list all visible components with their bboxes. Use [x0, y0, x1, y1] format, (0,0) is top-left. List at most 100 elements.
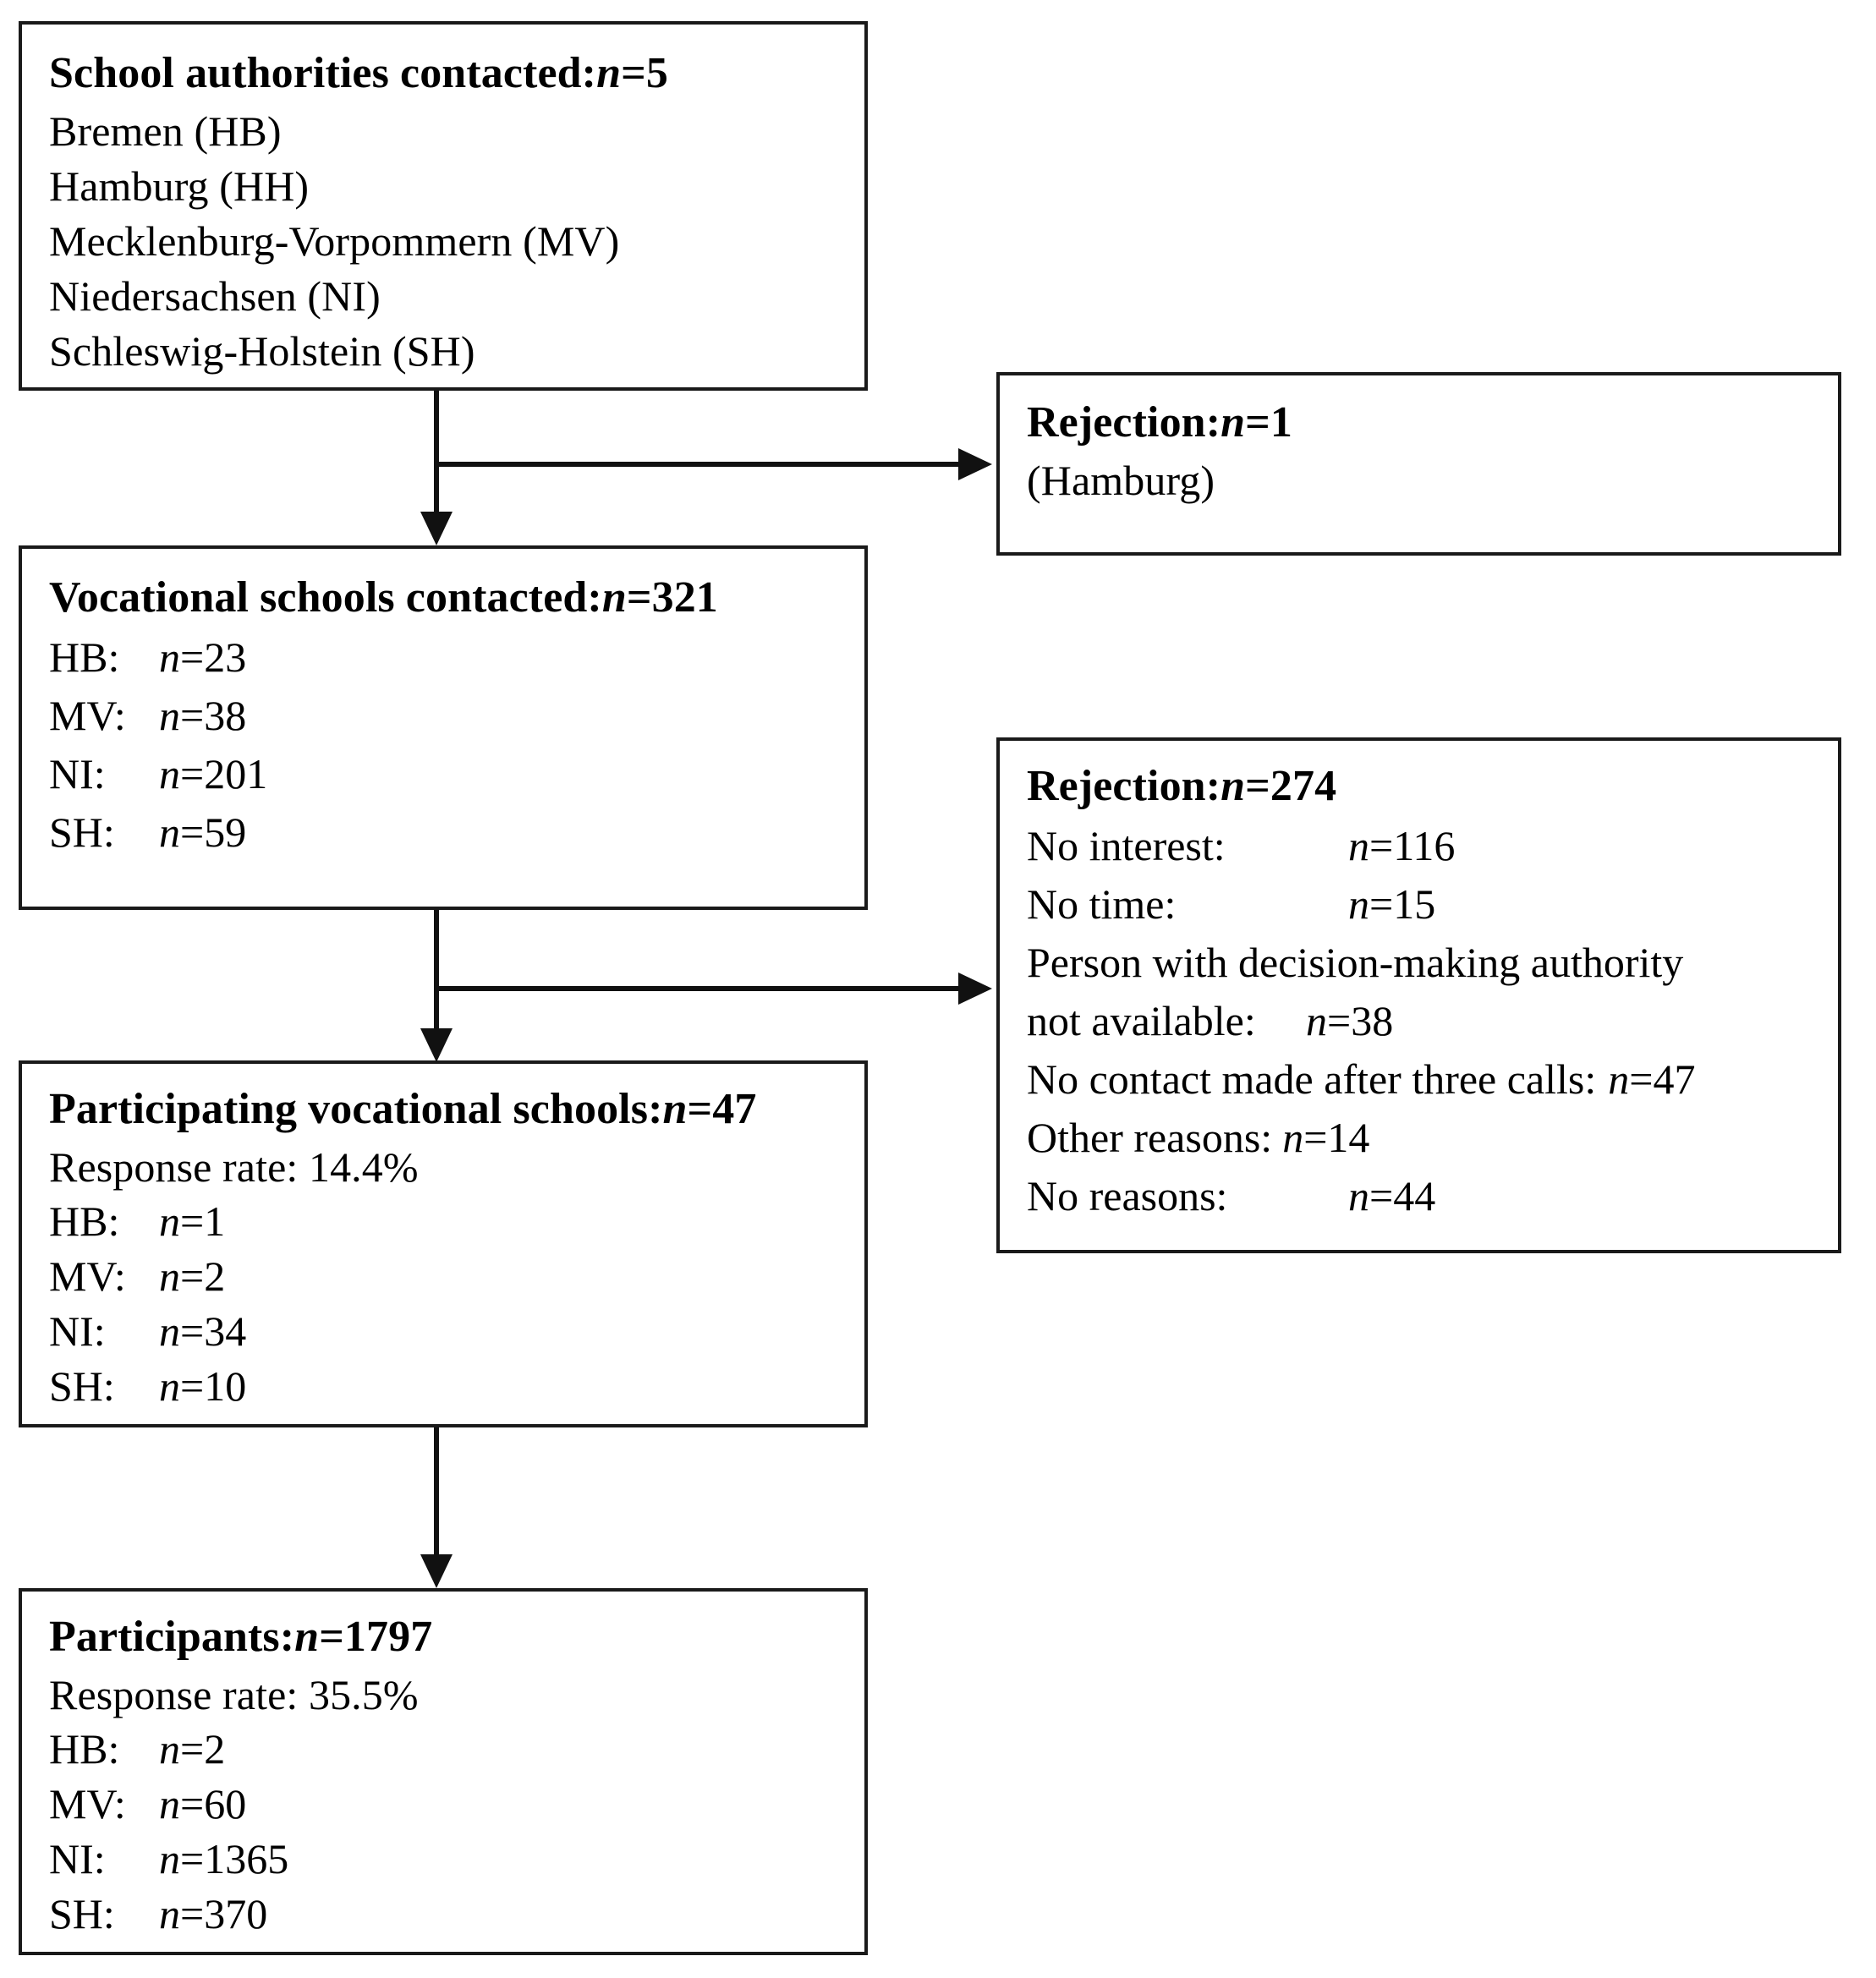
stat-row-value: n=23: [159, 633, 247, 682]
stat-row-label: MV:: [49, 692, 126, 740]
node-rejection-authorities: Rejection:n=1 (Hamburg): [996, 372, 1841, 556]
equals-sign: =: [1245, 398, 1270, 447]
reason-label: No reasons:: [1027, 1172, 1228, 1220]
stat-row-value: n=1: [159, 1197, 226, 1246]
list-item-niedersachsen: Niedersachsen (NI): [49, 272, 381, 321]
n-symbol: n: [1220, 762, 1246, 810]
stat-row-value: n=2: [159, 1725, 226, 1773]
node-vocational-schools-contacted: Vocational schools contacted:n=321 HB: n…: [19, 545, 868, 910]
list-item-mecklenburg-vorpommern: Mecklenburg-Vorpommern (MV): [49, 217, 620, 266]
node-title: Rejection:n=1: [1027, 396, 1838, 450]
stat-row: SH: n=10: [49, 1359, 864, 1414]
stat-row-value: n=38: [159, 692, 247, 740]
response-rate: Response rate: 14.4%: [49, 1143, 419, 1192]
node-title: Participants:n=1797: [49, 1610, 864, 1664]
node-title: Rejection:n=274: [1027, 759, 1838, 814]
node-title: Participating vocational schools:n=47: [49, 1082, 864, 1137]
stat-row: SH: n=59: [49, 803, 864, 862]
node-participants: Participants:n=1797 Response rate: 35.5%…: [19, 1588, 868, 1955]
stat-row: MV: n=60: [49, 1777, 864, 1832]
stat-row-label: SH:: [49, 1362, 115, 1411]
stat-row-value: n=370: [159, 1890, 268, 1938]
rejection-detail: (Hamburg): [1027, 457, 1215, 505]
reason-row: No interest: n=116: [1027, 817, 1838, 875]
node-title-value: 1797: [343, 1613, 433, 1661]
node-title-value: 321: [651, 573, 718, 622]
node-title-value: 47: [712, 1085, 757, 1133]
stat-row-value: n=2: [159, 1252, 226, 1301]
reason-label: No time:: [1027, 880, 1177, 929]
edge-vocational-to-participating-arrowhead: [420, 1028, 453, 1062]
reason-row: Person with decision-making authority: [1027, 934, 1838, 992]
stat-row: HB: n=23: [49, 628, 864, 687]
n-symbol: n: [596, 49, 622, 97]
node-title-label: Participating vocational schools:: [49, 1085, 663, 1133]
stat-row: NI: n=1365: [49, 1832, 864, 1887]
stat-row: MV: n=38: [49, 687, 864, 745]
node-title-label: Rejection:: [1027, 762, 1221, 810]
reason-value: n=38: [1306, 997, 1394, 1045]
n-symbol: n: [294, 1613, 320, 1661]
edge-authorities-to-vocational-arrowhead: [420, 512, 453, 545]
stat-row-label: HB:: [49, 1725, 120, 1773]
stat-row: MV: n=2: [49, 1249, 864, 1304]
reason-row: Other reasons: n=14: [1027, 1109, 1838, 1167]
stat-row-value: n=201: [159, 750, 268, 798]
node-participating-vocational-schools: Participating vocational schools:n=47 Re…: [19, 1060, 868, 1427]
node-title: School authorities contacted:n=5: [49, 47, 864, 101]
stat-row-value: n=10: [159, 1362, 247, 1411]
edge-vocational-to-rejection-line: [434, 986, 958, 991]
edge-authorities-to-vocational-line: [434, 391, 439, 513]
edge-authorities-to-rejection-arrowhead: [958, 448, 992, 480]
equals-sign: =: [621, 49, 646, 97]
list-item-bremen: Bremen (HB): [49, 107, 282, 156]
stat-row-value: n=1365: [159, 1835, 289, 1883]
n-symbol: n: [662, 1085, 688, 1133]
stat-row-label: NI:: [49, 750, 106, 798]
stat-row-label: MV:: [49, 1780, 126, 1828]
edge-vocational-to-participating-line: [434, 910, 439, 1030]
stat-row-value: n=34: [159, 1307, 247, 1356]
reason-label: Other reasons:: [1027, 1114, 1273, 1162]
reason-label: No interest:: [1027, 822, 1226, 870]
reason-value: n=44: [1348, 1172, 1436, 1220]
stat-row-label: MV:: [49, 1252, 126, 1301]
node-title-value: 1: [1270, 398, 1292, 447]
reason-row: No time: n=15: [1027, 875, 1838, 934]
stat-row-label: SH:: [49, 1890, 115, 1938]
reason-label: No contact made after three calls:: [1027, 1055, 1597, 1104]
stat-row-label: HB:: [49, 1197, 120, 1246]
n-symbol: n: [601, 573, 627, 622]
edge-authorities-to-rejection-line: [434, 462, 958, 467]
equals-sign: =: [687, 1085, 713, 1133]
response-rate: Response rate: 35.5%: [49, 1671, 419, 1719]
node-title-label: School authorities contacted:: [49, 49, 597, 97]
reason-row: not available: n=38: [1027, 992, 1838, 1050]
reason-value: n=14: [1282, 1114, 1370, 1162]
equals-sign: =: [319, 1613, 344, 1661]
edge-vocational-to-rejection-arrowhead: [958, 973, 992, 1005]
node-title-value: 274: [1270, 762, 1337, 810]
stat-row-value: n=60: [159, 1780, 247, 1828]
edge-participating-to-participants-arrowhead: [420, 1554, 453, 1588]
list-item-schleswig-holstein: Schleswig-Holstein (SH): [49, 327, 475, 375]
equals-sign: =: [626, 573, 652, 622]
reason-label: Person with decision-making authority: [1027, 939, 1684, 987]
node-title-label: Rejection:: [1027, 398, 1221, 447]
stat-row: HB: n=2: [49, 1722, 864, 1777]
n-symbol: n: [1220, 398, 1246, 447]
stat-row-label: HB:: [49, 633, 120, 682]
stat-row: HB: n=1: [49, 1194, 864, 1249]
node-title-value: 5: [645, 49, 668, 97]
node-school-authorities-contacted: School authorities contacted:n=5 Bremen …: [19, 21, 868, 391]
node-title-label: Participants:: [49, 1613, 295, 1661]
stat-row: NI: n=34: [49, 1304, 864, 1359]
reason-label: not available:: [1027, 997, 1256, 1045]
stat-row: SH: n=370: [49, 1887, 864, 1942]
reason-row: No contact made after three calls: n=47: [1027, 1050, 1838, 1109]
node-title-label: Vocational schools contacted:: [49, 573, 602, 622]
stat-row-label: SH:: [49, 808, 115, 857]
stat-row: NI: n=201: [49, 745, 864, 803]
reason-value: n=47: [1608, 1055, 1696, 1104]
